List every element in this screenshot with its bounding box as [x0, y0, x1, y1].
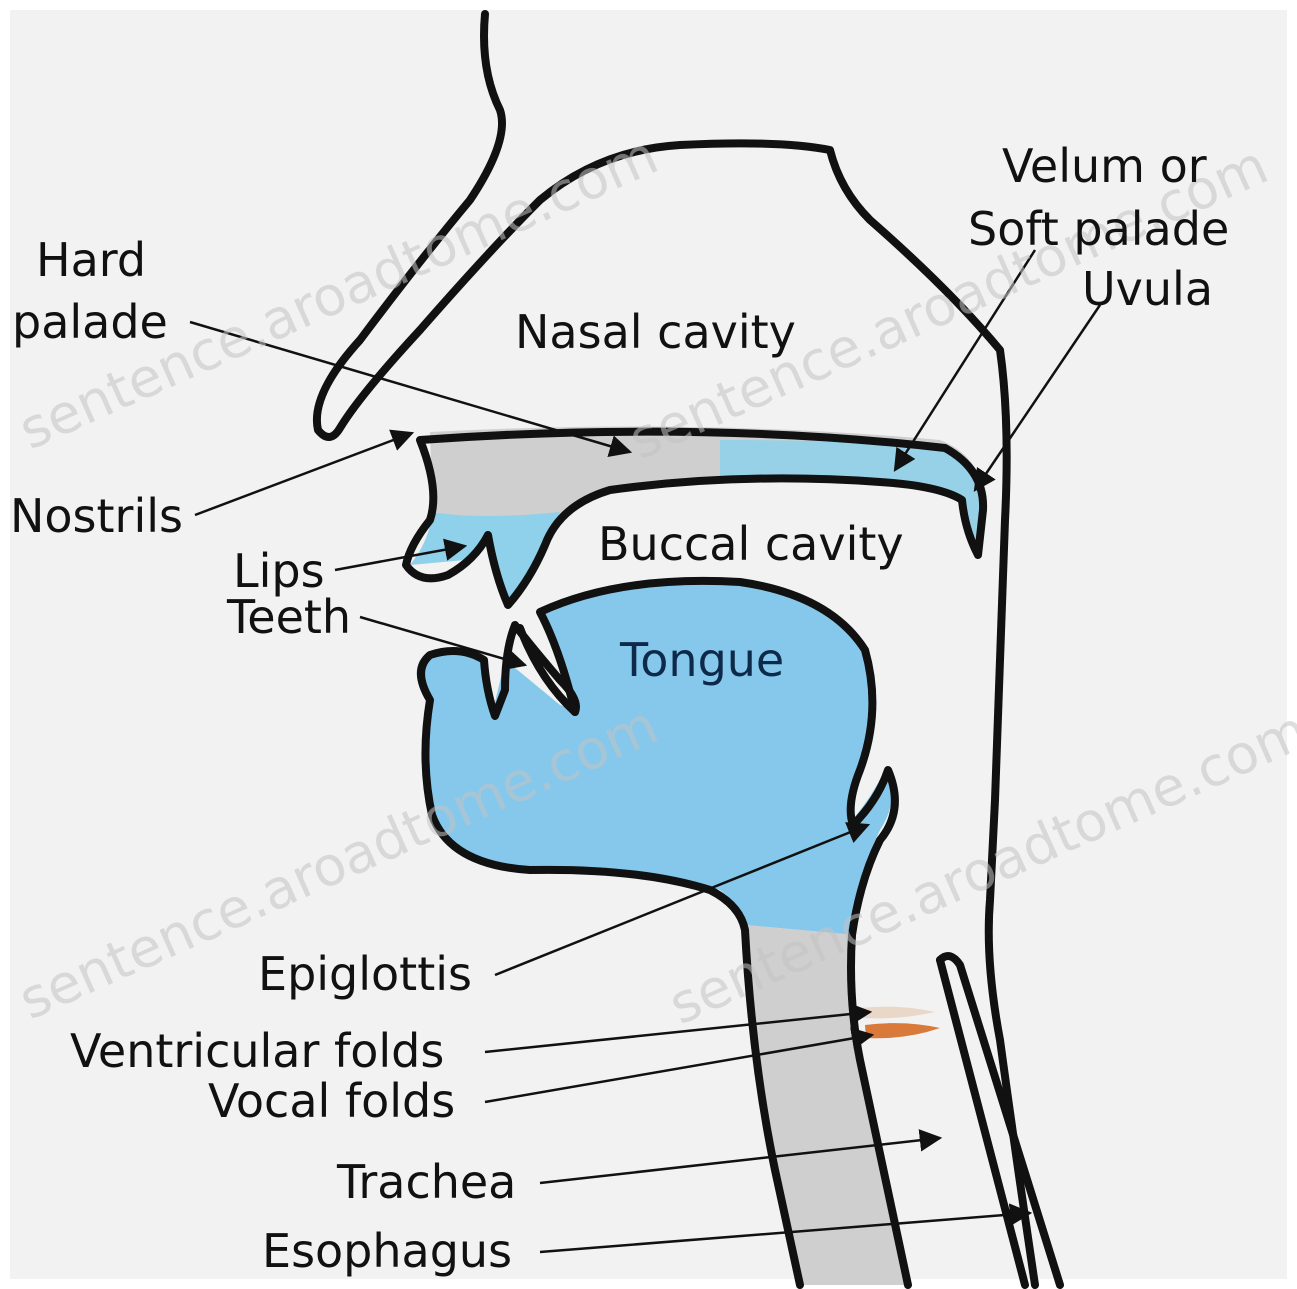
nasal-cavity-label: Nasal cavity: [515, 305, 796, 359]
velum-label-line2: Soft palade: [968, 202, 1229, 256]
uvula-label: Uvula: [1082, 262, 1213, 316]
ventricular-folds-label: Ventricular folds: [70, 1024, 444, 1078]
trachea-label: Trachea: [336, 1155, 516, 1209]
velum-label-line1: Velum or: [1002, 139, 1207, 193]
watermark-1: sentence.aroadtome.com: [10, 123, 667, 462]
uvula-leader: [975, 305, 1100, 490]
tongue-label: Tongue: [619, 633, 784, 687]
hard-palade-label-line2: palade: [12, 295, 168, 349]
vocal-folds-label: Vocal folds: [208, 1074, 455, 1128]
nostrils-leader: [195, 433, 412, 515]
epiglottis-label: Epiglottis: [258, 947, 472, 1001]
vocal-fold-shape: [865, 1023, 940, 1038]
teeth-label: Teeth: [226, 590, 351, 644]
esophagus-outline: [940, 956, 1060, 1285]
esophagus-label: Esophagus: [262, 1224, 512, 1278]
ventricular-fold-shape: [860, 1007, 935, 1019]
hard-palade-label-line1: Hard: [36, 233, 146, 287]
nostrils-label: Nostrils: [10, 489, 183, 543]
buccal-cavity-label: Buccal cavity: [598, 517, 904, 571]
